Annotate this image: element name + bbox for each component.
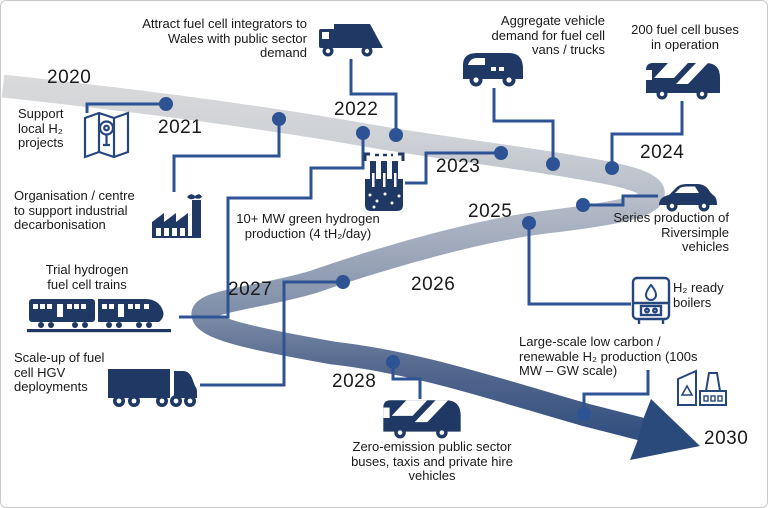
timeline-ribbon	[1, 74, 665, 442]
timeline-node-riversimple	[576, 198, 590, 212]
factory-icon	[148, 192, 208, 240]
connector-support-local-h2	[85, 102, 166, 113]
year-label-2025: 2025	[468, 201, 513, 222]
timeline-arrowhead	[630, 399, 700, 460]
refuse-truck-icon	[317, 20, 385, 60]
milestone-label-organisation-centre: Organisation / centre to support industr…	[14, 188, 135, 232]
connector-h2-boilers	[527, 223, 631, 306]
year-label-2027: 2027	[228, 279, 273, 300]
milestone-label-zero-emission: Zero-emission public sector buses, taxis…	[351, 439, 513, 483]
boiler-icon	[630, 275, 672, 327]
timeline-node-2021	[159, 97, 173, 111]
connector-organisation-centre	[172, 119, 281, 192]
milestone-label-trial-trains: Trial hydrogen fuel cell trains	[45, 262, 129, 292]
timeline-node-2028	[386, 355, 400, 369]
industry-icon	[676, 369, 728, 407]
timeline-node-2022	[389, 128, 403, 142]
van-icon	[461, 47, 525, 89]
connector-200-buses	[610, 101, 684, 168]
milestone-label-support-local-h2: Support local H₂ projects	[18, 106, 64, 150]
timeline-node-trains	[356, 126, 370, 140]
city-bus-icon	[379, 395, 465, 441]
coach-bus-icon	[644, 58, 722, 102]
year-label-2028: 2028	[332, 371, 377, 392]
milestone-label-large-scale-h2: Large-scale low carbon / renewable H₂ pr…	[519, 334, 698, 378]
connector-hgv-scale-up	[200, 280, 343, 387]
connector-riversimple	[583, 194, 658, 207]
train-icon	[27, 297, 171, 333]
year-label-2022: 2022	[334, 99, 379, 120]
connector-trial-trains	[179, 133, 365, 319]
timeline-node-2025	[522, 216, 536, 230]
milestone-label-h2-boilers: H₂ ready boilers	[673, 280, 724, 310]
milestone-label-hgv-scale-up: Scale-up of fuel cell HGV deployments	[14, 350, 105, 394]
milestone-label-riversimple: Series production of Riversimple vehicle…	[613, 210, 729, 254]
year-label-2026: 2026	[411, 274, 456, 295]
timeline-node-2024	[605, 161, 619, 175]
year-label-2020: 2020	[47, 67, 92, 88]
milestone-label-aggregate-demand: Aggregate vehicle demand for fuel cell v…	[491, 13, 605, 57]
connector-aggregate-demand	[492, 88, 555, 164]
connector-green-hydrogen	[405, 151, 501, 185]
electrolyser-icon	[361, 151, 407, 213]
timeline-node-large-scale	[577, 407, 591, 421]
milestone-label-200-buses: 200 fuel cell buses in operation	[631, 22, 739, 52]
milestone-label-attract-integrators: Attract fuel cell integrators to Wales w…	[142, 16, 307, 60]
timeline-node-2027	[336, 275, 350, 289]
connector-attract-integrators	[349, 59, 398, 135]
hgv-truck-icon	[106, 357, 201, 411]
year-label-2023: 2023	[436, 156, 481, 177]
year-label-2021: 2021	[158, 117, 203, 138]
milestone-label-green-hydrogen: 10+ MW green hydrogen production (4 tH₂/…	[236, 211, 380, 241]
year-label-2024: 2024	[640, 142, 685, 163]
car-icon	[657, 181, 719, 214]
timeline-node-organisation	[272, 112, 286, 126]
timeline-node-2023	[494, 146, 508, 160]
year-label-2030: 2030	[704, 428, 749, 449]
connector-large-scale	[582, 370, 650, 414]
timeline-node-vans	[546, 157, 560, 171]
map-icon	[83, 111, 130, 159]
connector-zero-emission	[391, 362, 422, 399]
